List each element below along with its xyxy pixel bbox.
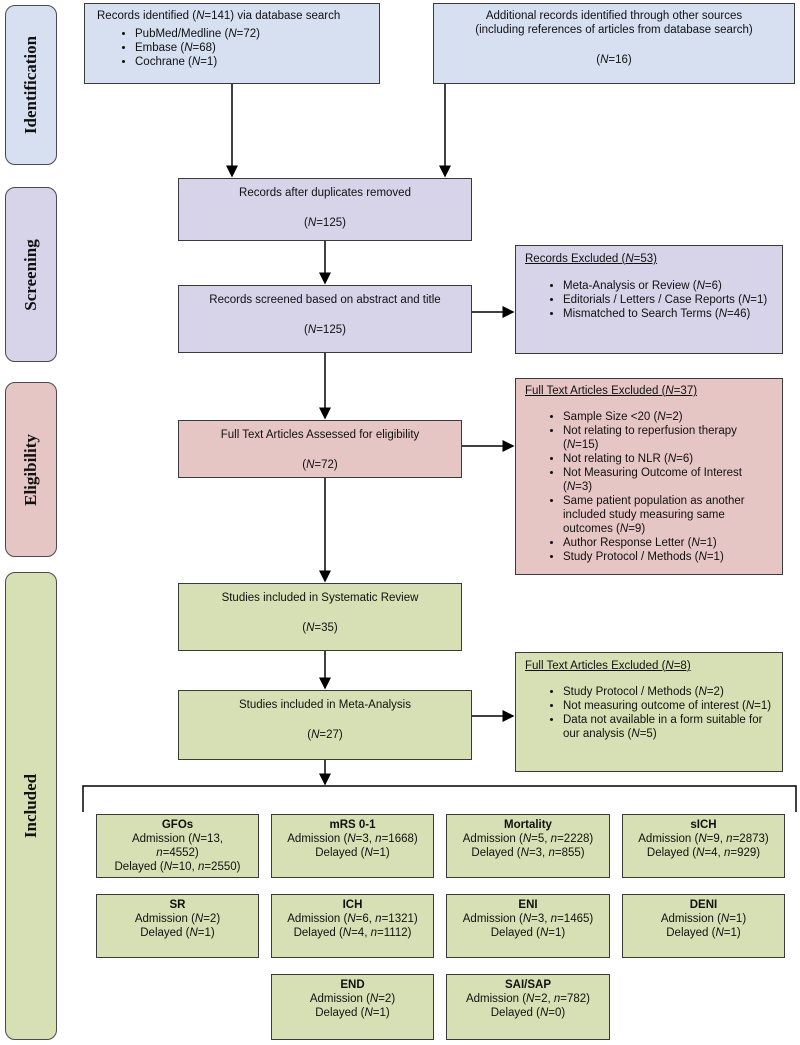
records-screened-count: (N=125) (304, 324, 346, 336)
meta-excluded-list: Study Protocol / Methods (N=2) Not measu… (525, 685, 774, 741)
outcome-box-deni: DENI Admission (N=1) Delayed (N=1) (622, 894, 785, 958)
list-item: Not relating to reperfusion therapy (N=1… (563, 424, 774, 452)
database-records-box: Records identified (N=141) via database … (84, 3, 380, 84)
list-item: Author Response Letter (N=1) (563, 536, 774, 550)
list-item: Embase (N=68) (135, 41, 371, 55)
phase-included-label: Included (21, 773, 40, 839)
outcome-line: Delayed (N=1) (315, 847, 390, 859)
database-source-list: PubMed/Medline (N=72) Embase (N=68) Coch… (97, 27, 371, 69)
full-text-excluded-header: Full Text Articles Excluded (N=37) (525, 385, 698, 397)
phase-identification: Identification (5, 5, 57, 165)
outcome-title: SAI/SAP (504, 979, 551, 991)
outcome-line: Admission (N=2) (309, 993, 396, 1005)
list-item: Editorials / Letters / Case Reports (N=1… (563, 293, 774, 307)
list-item: Study Protocol / Methods (N=2) (563, 685, 774, 699)
outcome-line: Admission (N=3, n=1465) (462, 913, 594, 925)
other-sources-count: (N=16) (596, 54, 632, 66)
outcome-line: Admission (N=6, n=1321) (287, 913, 418, 925)
database-records-title: Records identified (N=141) via database … (97, 10, 341, 22)
outcome-box-gfos: GFOs Admission (N=13, n=4552) Delayed (N… (96, 814, 259, 878)
outcome-line: Delayed (N=1) (490, 927, 566, 939)
list-item: Cochrane (N=1) (135, 55, 371, 69)
outcome-box-mrs: mRS 0-1 Admission (N=3, n=1668) Delayed … (271, 814, 434, 878)
phase-screening-label: Screening (21, 238, 40, 311)
full-text-excluded-box: Full Text Articles Excluded (N=37) Sampl… (515, 378, 783, 575)
outcome-line: Admission (N=13, (131, 833, 224, 845)
other-sources-box: Additional records identified through ot… (433, 3, 795, 84)
outcome-bracket (82, 785, 797, 812)
list-item: Study Protocol / Methods (N=1) (563, 550, 774, 564)
outcome-line: Admission (N=1) (660, 913, 747, 925)
outcome-title: Mortality (504, 819, 552, 831)
meta-analysis-count: (N=27) (307, 729, 343, 741)
outcome-title: SR (169, 899, 186, 911)
outcome-box-sai-sap: SAI/SAP Admission (N=2, n=782) Delayed (… (446, 974, 610, 1040)
systematic-review-box: Studies included in Systematic Review (N… (178, 583, 462, 651)
outcome-line: n=4552) (156, 847, 199, 859)
outcome-title: DENI (689, 899, 718, 911)
list-item: Not Measuring Outcome of Interest (N=3) (563, 466, 774, 494)
full-text-assessed-count: (N=72) (302, 459, 338, 471)
list-item: Same patient population as another inclu… (563, 494, 774, 536)
outcome-line: Admission (N=3, n=1668) (287, 833, 418, 845)
outcome-line: Delayed (N=1) (666, 927, 741, 939)
meta-excluded-box: Full Text Articles Excluded (N=8) Study … (515, 652, 783, 772)
meta-analysis-title: Studies included in Meta-Analysis (239, 699, 411, 711)
list-item: Mismatched to Search Terms (N=46) (563, 307, 774, 321)
outcome-title: ICH (342, 899, 363, 911)
outcome-title: GFOs (161, 819, 194, 831)
full-text-assessed-box: Full Text Articles Assessed for eligibil… (178, 420, 462, 478)
outcome-line: Admission (N=2) (134, 913, 221, 925)
records-screened-title: Records screened based on abstract and t… (209, 294, 441, 306)
phase-eligibility: Eligibility (5, 382, 57, 557)
phase-included: Included (5, 572, 57, 1040)
systematic-review-count: (N=35) (302, 622, 338, 634)
outcome-title: mRS 0-1 (329, 819, 376, 831)
outcome-box-ich: ICH Admission (N=6, n=1321) Delayed (N=4… (271, 894, 434, 958)
phase-identification-label: Identification (21, 35, 40, 135)
systematic-review-title: Studies included in Systematic Review (221, 592, 419, 604)
outcome-box-sr: SR Admission (N=2) Delayed (N=1) (96, 894, 259, 958)
records-excluded-box: Records Excluded (N=53) Meta-Analysis or… (515, 245, 783, 354)
list-item: Meta-Analysis or Review (N=6) (563, 279, 774, 293)
meta-analysis-box: Studies included in Meta-Analysis (N=27) (178, 690, 472, 760)
outcome-line: Delayed (N=4, n=1112) (293, 927, 412, 939)
outcome-line: Delayed (N=3, n=855) (471, 847, 585, 859)
list-item: PubMed/Medline (N=72) (135, 27, 371, 41)
outcome-title: ENI (518, 899, 538, 911)
outcome-box-eni: ENI Admission (N=3, n=1465) Delayed (N=1… (446, 894, 610, 958)
list-item: Data not available in a form suitable fo… (563, 713, 774, 741)
records-excluded-header: Records Excluded (N=53) (525, 253, 658, 265)
outcome-box-sich: sICH Admission (N=9, n=2873) Delayed (N=… (622, 814, 785, 878)
outcome-line: Delayed (N=4, n=929) (646, 847, 761, 859)
records-screened-box: Records screened based on abstract and t… (178, 285, 472, 353)
list-item: Not measuring outcome of interest (N=1) (563, 699, 774, 713)
outcome-line: Admission (N=2, n=782) (465, 993, 591, 1005)
other-sources-line1: Additional records identified through ot… (485, 10, 743, 22)
outcome-line: Admission (N=5, n=2228) (462, 833, 594, 845)
outcome-line: Delayed (N=10, n=2550) (114, 861, 241, 873)
phase-eligibility-label: Eligibility (21, 433, 40, 506)
phase-screening: Screening (5, 187, 57, 362)
outcome-line: Admission (N=9, n=2873) (638, 833, 769, 845)
outcome-title: END (340, 979, 365, 991)
duplicates-removed-box: Records after duplicates removed (N=125) (178, 178, 472, 241)
meta-excluded-header: Full Text Articles Excluded (N=8) (525, 660, 691, 672)
duplicates-removed-count: (N=125) (304, 217, 346, 229)
outcome-box-end: END Admission (N=2) Delayed (N=1) (271, 974, 434, 1040)
records-excluded-list: Meta-Analysis or Review (N=6) Editorials… (525, 279, 774, 321)
full-text-excluded-list: Sample Size <20 (N=2) Not relating to re… (525, 410, 774, 564)
outcome-line: Delayed (N=1) (315, 1007, 390, 1019)
duplicates-removed-title: Records after duplicates removed (239, 187, 411, 199)
list-item: Sample Size <20 (N=2) (563, 410, 774, 424)
outcome-box-mortality: Mortality Admission (N=5, n=2228) Delaye… (446, 814, 610, 878)
full-text-assessed-title: Full Text Articles Assessed for eligibil… (220, 429, 420, 441)
outcome-line: Delayed (N=1) (140, 927, 215, 939)
list-item: Not relating to NLR (N=6) (563, 452, 774, 466)
outcome-title: sICH (690, 819, 717, 831)
outcome-line: Delayed (N=0) (490, 1007, 566, 1019)
other-sources-line2: (including references of articles from d… (475, 24, 753, 36)
